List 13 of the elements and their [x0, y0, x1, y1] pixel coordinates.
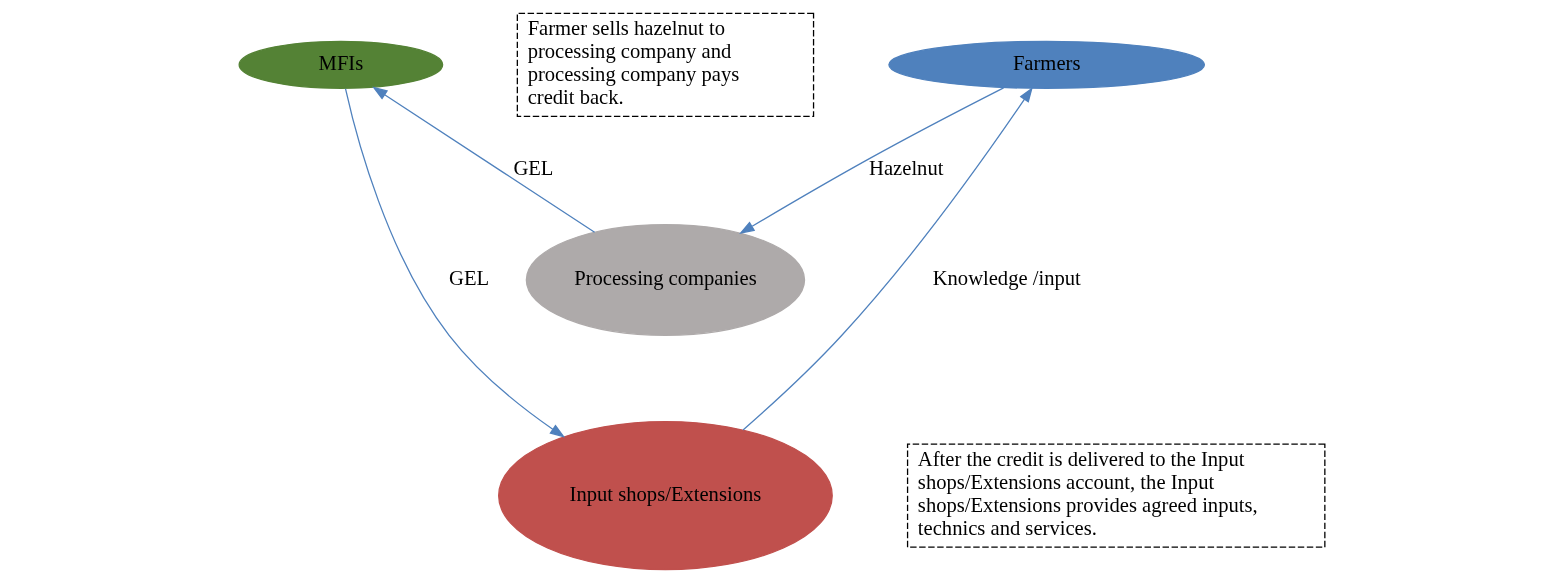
- edge-label: Knowledge /input: [932, 266, 1081, 289]
- node-ellipse: MFIs: [238, 40, 444, 89]
- arrow: [739, 87, 1005, 235]
- edge-label: GEL: [513, 157, 554, 180]
- node-ellipse: Farmers: [888, 40, 1206, 89]
- arrow: [742, 86, 1033, 431]
- arrow: [372, 86, 596, 233]
- node-box: Farmer sells hazelnut to processing company and processing company pays credit back.: [516, 12, 815, 117]
- node-ellipse: Input shops/Extensions: [498, 420, 833, 571]
- edge-label: Hazelnut: [869, 157, 944, 180]
- edge-label: GEL: [449, 266, 490, 289]
- node-box: After the credit is delivered to the Input shops/Extensions account, the Input shops/Extensions provides agreed inputs, technics and services.: [906, 443, 1326, 548]
- arrow: [344, 88, 566, 438]
